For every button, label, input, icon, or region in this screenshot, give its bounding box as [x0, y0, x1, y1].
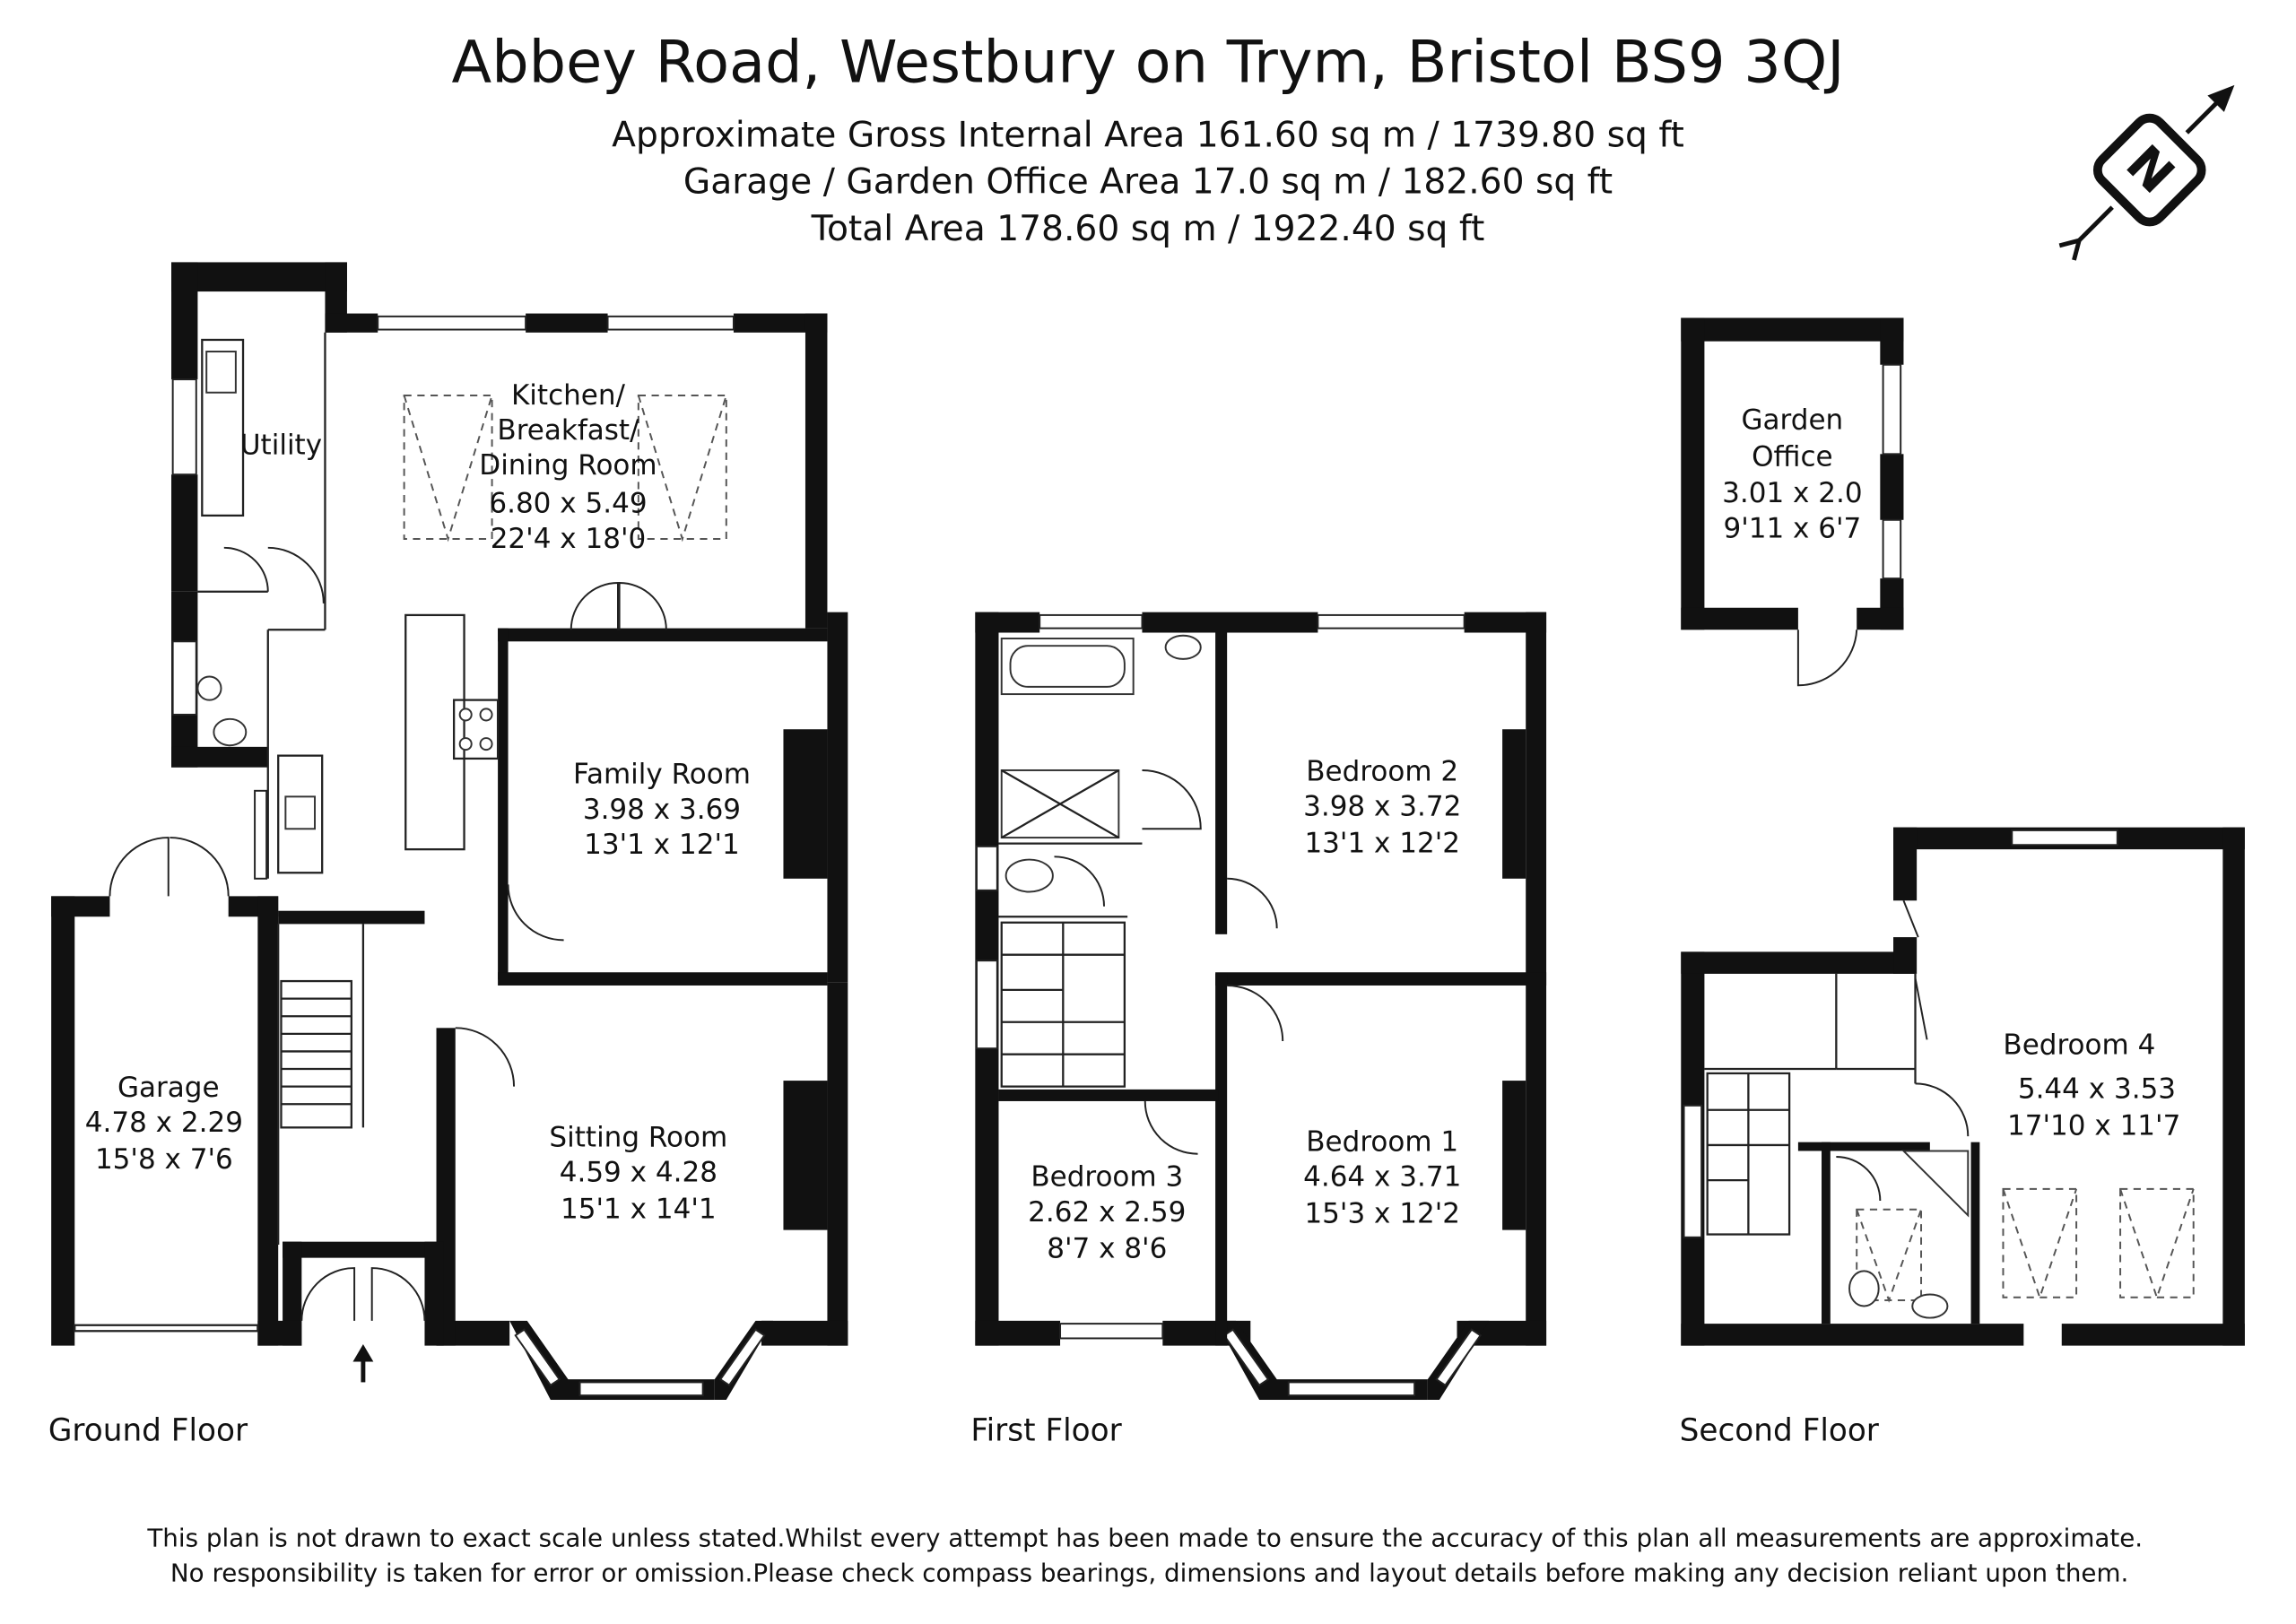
total-area: Total Area 178.60 sq m / 1922.40 sq ft [811, 209, 1485, 249]
stairs-ground [280, 979, 352, 1129]
garden-office-label-line1: Garden [1742, 404, 1844, 437]
stairs-second [1706, 1072, 1791, 1236]
entrance-arrow-icon [352, 1343, 374, 1383]
sitting-room-label: Sitting Room [549, 1122, 727, 1154]
kitchen-label-line1: Kitchen/ [511, 379, 626, 412]
bedroom-1-dimensions-metric: 4.64 x 3.71 [1303, 1161, 1461, 1194]
bedroom-1-label: Bedroom 1 [1306, 1125, 1458, 1158]
disclaimer-line-2: No responsibility is taken for error or … [170, 1558, 2128, 1587]
kitchen-label-line3: Dining Room [479, 449, 657, 482]
garage-dimensions-metric: 4.78 x 2.29 [85, 1107, 243, 1139]
garden-office-dimensions-imperial: 9'11 x 6'7 [1723, 512, 1861, 544]
compass-north-letter: N [2115, 135, 2186, 205]
bedroom-1-dimensions-imperial: 15'3 x 12'2 [1304, 1197, 1460, 1229]
stairs-first [1000, 921, 1126, 1088]
north-compass-icon [2058, 84, 2235, 261]
gross-internal-area: Approximate Gross Internal Area 161.60 s… [612, 115, 1684, 155]
bedroom-3-dimensions-imperial: 8'7 x 8'6 [1047, 1233, 1167, 1265]
bedroom-4-label: Bedroom 4 [2003, 1029, 2155, 1062]
kitchen-dimensions-metric: 6.80 x 5.49 [489, 488, 647, 520]
garden-office-label-line2: Office [1752, 440, 1833, 473]
sitting-room-dimensions-imperial: 15'1 x 14'1 [561, 1194, 717, 1226]
garden-office-plan [1681, 317, 1904, 687]
bedroom-3-label: Bedroom 3 [1031, 1161, 1183, 1194]
family-room-dimensions-imperial: 13'1 x 12'1 [584, 829, 740, 861]
garage-office-area: Garage / Garden Office Area 17.0 sq m / … [683, 162, 1613, 203]
second-floor-plan [1681, 827, 2245, 1346]
kitchen-label-line2: Breakfast/ [497, 414, 639, 447]
header: Abbey Road, Westbury on Trym, Bristol BS… [452, 29, 1845, 249]
bedroom-3-dimensions-metric: 2.62 x 2.59 [1028, 1196, 1186, 1229]
family-room-label: Family Room [573, 759, 751, 791]
bedroom-4-dimensions-metric: 5.44 x 3.53 [2018, 1073, 2176, 1106]
bedroom-2-dimensions-metric: 3.98 x 3.72 [1303, 791, 1461, 823]
sitting-room-dimensions-metric: 4.59 x 4.28 [560, 1157, 718, 1189]
garage-dimensions-imperial: 15'8 x 7'6 [95, 1143, 233, 1176]
disclaimer-line-1: This plan is not drawn to exact scale un… [146, 1523, 2143, 1552]
utility-label: Utility [240, 429, 322, 461]
kitchen-dimensions-imperial: 22'4 x 18'0 [491, 523, 647, 555]
ground-floor-label: Ground Floor [48, 1413, 248, 1449]
family-room-dimensions-metric: 3.98 x 3.69 [583, 794, 741, 826]
garden-office-dimensions-metric: 3.01 x 2.0 [1722, 477, 1862, 509]
first-floor-label: First Floor [970, 1413, 1122, 1449]
bedroom-4-dimensions-imperial: 17'10 x 11'7 [2007, 1110, 2180, 1142]
garage-label: Garage [117, 1072, 220, 1104]
bedroom-2-dimensions-imperial: 13'1 x 12'2 [1304, 827, 1460, 859]
property-address-title: Abbey Road, Westbury on Trym, Bristol BS… [452, 29, 1845, 97]
second-floor-label: Second Floor [1680, 1413, 1880, 1449]
first-floor-plan [975, 612, 1547, 1401]
bedroom-2-label: Bedroom 2 [1306, 755, 1458, 787]
ground-floor-plan [51, 262, 848, 1401]
